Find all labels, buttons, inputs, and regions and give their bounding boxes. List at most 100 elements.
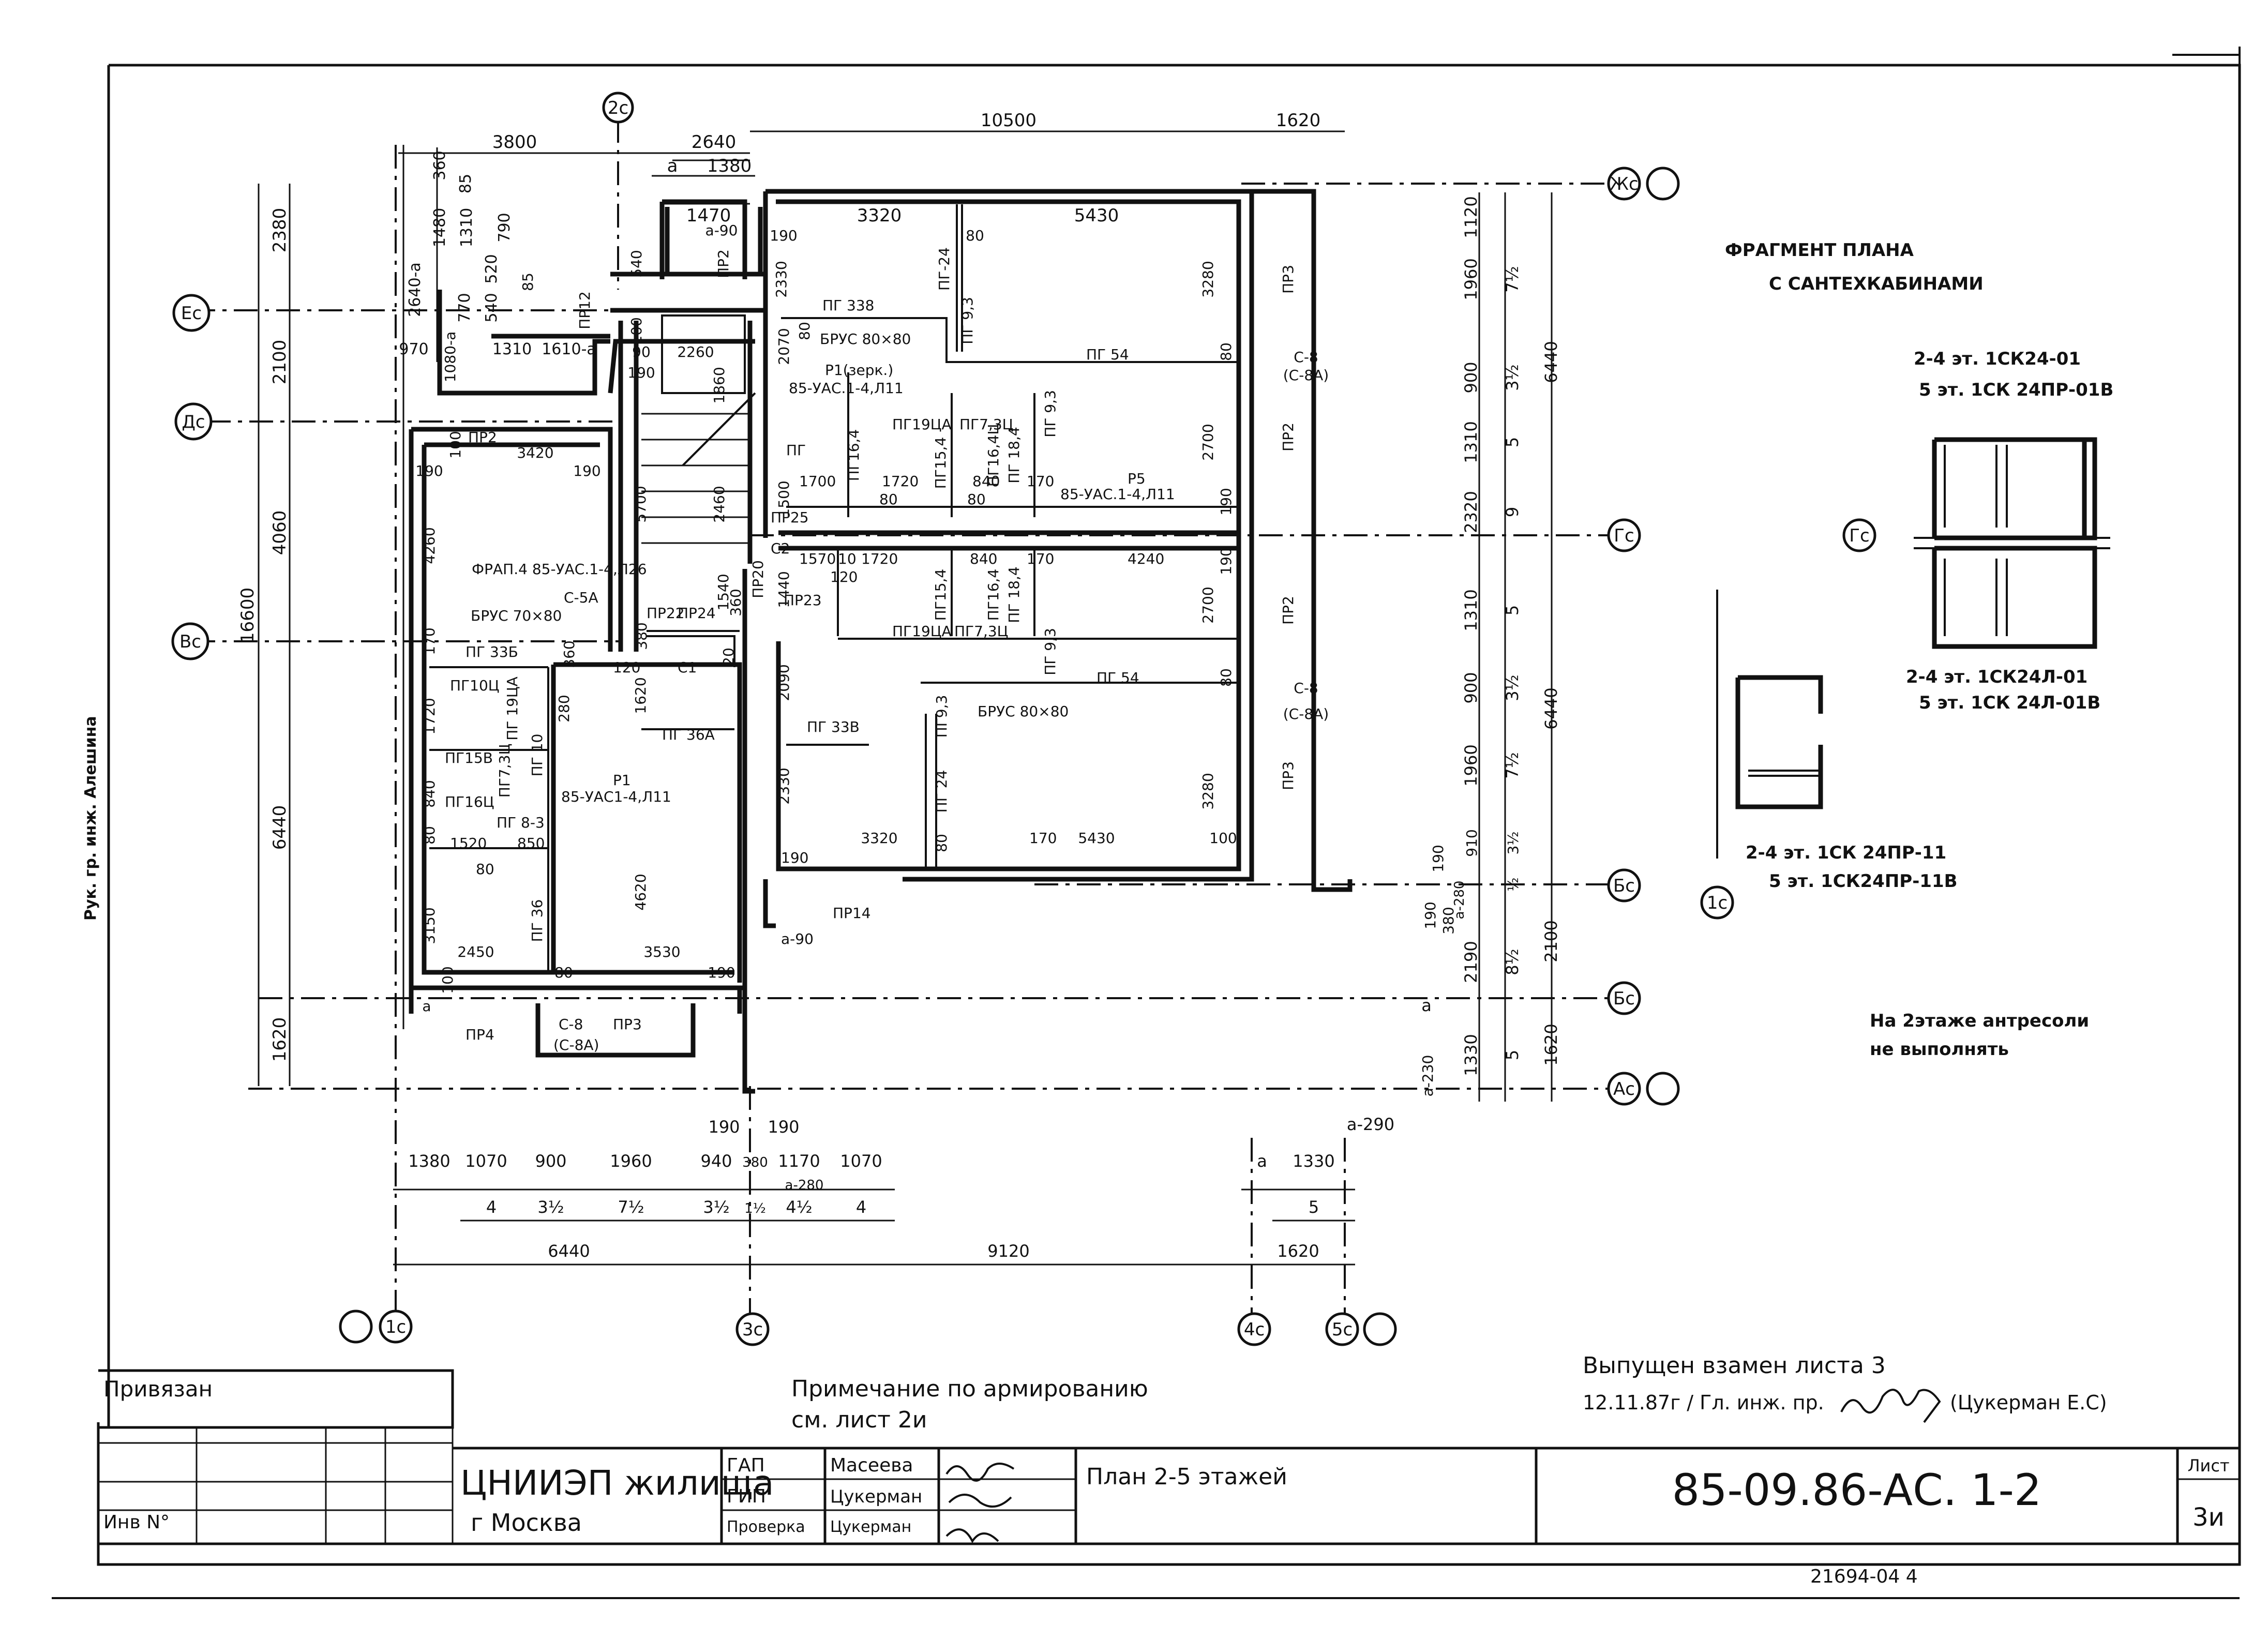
note-line-2: см. лист 2и <box>791 1407 927 1433</box>
axis-marker-bc <box>1607 981 1641 1015</box>
dim: 6440 <box>548 1241 590 1261</box>
label: 20 <box>720 648 737 666</box>
axis-marker-ac <box>1607 1072 1641 1106</box>
axis-5c-label: 5с <box>1332 1319 1353 1340</box>
label: 2070 <box>775 328 792 365</box>
dim: 4060 <box>269 510 290 555</box>
label: ПР23 <box>784 592 822 609</box>
label: БРУС 80×80 <box>978 703 1069 720</box>
dim: 900 <box>1461 672 1481 703</box>
axis-4c-label: 4с <box>1244 1319 1265 1340</box>
issued-line-2: 12.11.87г / Гл. инж. пр. <box>1583 1391 1824 1414</box>
dim: 940 <box>700 1151 732 1171</box>
label: ПР3 <box>1280 761 1297 790</box>
dim: а-230 <box>1419 1055 1436 1097</box>
dim: 2100 <box>269 340 290 385</box>
notes: Примечание по армированию см. лист 2и Вы… <box>791 1352 2107 1433</box>
label: а-90 <box>705 222 738 239</box>
label: ПГ 19ЦА <box>504 676 521 741</box>
label: 840 <box>421 780 438 807</box>
axis-vc-label: Вс <box>179 631 201 652</box>
dim: 3320 <box>857 205 902 226</box>
side-signature-text: Рук. гр. инж. Алешина <box>82 716 100 921</box>
module: 3½ <box>1505 832 1522 855</box>
dim: а <box>1421 996 1432 1015</box>
label: 3150 <box>421 907 438 944</box>
dim: 2380 <box>269 208 290 253</box>
label: 85-УАС1-4,Л11 <box>561 788 671 805</box>
label: 5430 <box>1078 830 1115 847</box>
label: 10 <box>838 550 857 567</box>
axis-marker-dc <box>174 402 213 441</box>
privyazan-label: Привязан <box>103 1376 213 1402</box>
label: (С-8А) <box>1283 705 1329 723</box>
label: Р5 <box>1128 470 1146 487</box>
axis-bc-label: Бс <box>1613 988 1635 1009</box>
dim: 790 <box>495 213 514 242</box>
label: 1720 <box>861 550 898 567</box>
label: 190 <box>708 964 735 981</box>
dim: 85 <box>519 273 536 291</box>
label: ПР3 <box>613 1016 642 1033</box>
label: ПГ 18,4 <box>1005 566 1023 623</box>
module: 8½ <box>1503 949 1522 975</box>
axis-marker-1c <box>379 1310 413 1344</box>
label: ПГ7,3Ц <box>959 416 1013 433</box>
label: ПР2 <box>1280 423 1297 452</box>
axis-ac-label: Ас <box>1613 1079 1635 1100</box>
module: 7½ <box>1503 266 1522 292</box>
label: ПГ <box>786 442 806 459</box>
label: ПР2 <box>1280 596 1297 625</box>
label: ПГ 338 <box>822 297 874 314</box>
dim: 1960 <box>610 1151 652 1171</box>
axis-marker-gc <box>1607 518 1641 552</box>
label: (С-8А) <box>1283 367 1329 384</box>
dim: 380 <box>1440 907 1457 934</box>
sheet-label: Лист <box>2187 1456 2229 1476</box>
label: 190 <box>781 849 808 866</box>
label: ПГ9,3 <box>933 695 950 738</box>
issued-signature <box>1840 1389 1941 1423</box>
dim: 190 <box>768 1117 799 1137</box>
title-block <box>97 1369 2240 1545</box>
module: 4 <box>486 1197 497 1217</box>
label: 190 <box>415 462 443 479</box>
module: 1½ <box>744 1201 766 1216</box>
label: С-5А <box>564 589 598 606</box>
label: ПГ 10 <box>529 734 546 777</box>
axis-marker-5c <box>1325 1312 1359 1346</box>
label: 80 <box>476 861 494 878</box>
label: 1860 <box>711 367 728 403</box>
label: ПР25 <box>771 509 809 526</box>
label: 280 <box>555 695 573 722</box>
label: 80 <box>933 834 950 852</box>
module: 3½ <box>703 1197 729 1217</box>
axis-marker-bc-prime <box>1607 868 1641 902</box>
label: 190 <box>770 227 797 244</box>
axis-1c-label: 1с <box>385 1317 406 1337</box>
label: 190 <box>1218 547 1235 575</box>
module: 5 <box>1503 437 1522 447</box>
label: С1 <box>678 659 697 676</box>
dim: 1070 <box>840 1151 882 1171</box>
label: (С-8А) <box>553 1036 599 1054</box>
dim: 900 <box>535 1151 566 1171</box>
dim: 3800 <box>492 132 537 153</box>
dim: 910 <box>1463 829 1480 856</box>
label: 1720 <box>882 473 919 490</box>
dim: 9120 <box>987 1241 1029 1261</box>
label: ПГ 9,3 <box>1042 390 1059 438</box>
axis-ec-label: Ес <box>181 303 202 324</box>
label: 1720 <box>421 698 438 734</box>
axis-marker-2c <box>602 92 634 124</box>
label: ПР20 <box>749 560 767 598</box>
dim: 1170 <box>778 1151 820 1171</box>
fragment-title-1: ФРАГМЕНТ ПЛАНА <box>1725 240 1914 261</box>
module: 7½ <box>1503 752 1522 778</box>
axis-letters: 2с 1с 3с 4с 5с Жс Ес Дс Вс Гс Бс Бс Ас Г… <box>179 98 1870 1340</box>
bottom-number: 21694-04 4 <box>1810 1566 1918 1587</box>
fragment-label: 2-4 эт. 1СК 24ПР-11 <box>1746 842 1946 863</box>
dim: 1480 <box>431 208 449 247</box>
label: БРУС 70×80 <box>471 607 562 624</box>
label: ПГ19ЦА <box>892 623 952 640</box>
